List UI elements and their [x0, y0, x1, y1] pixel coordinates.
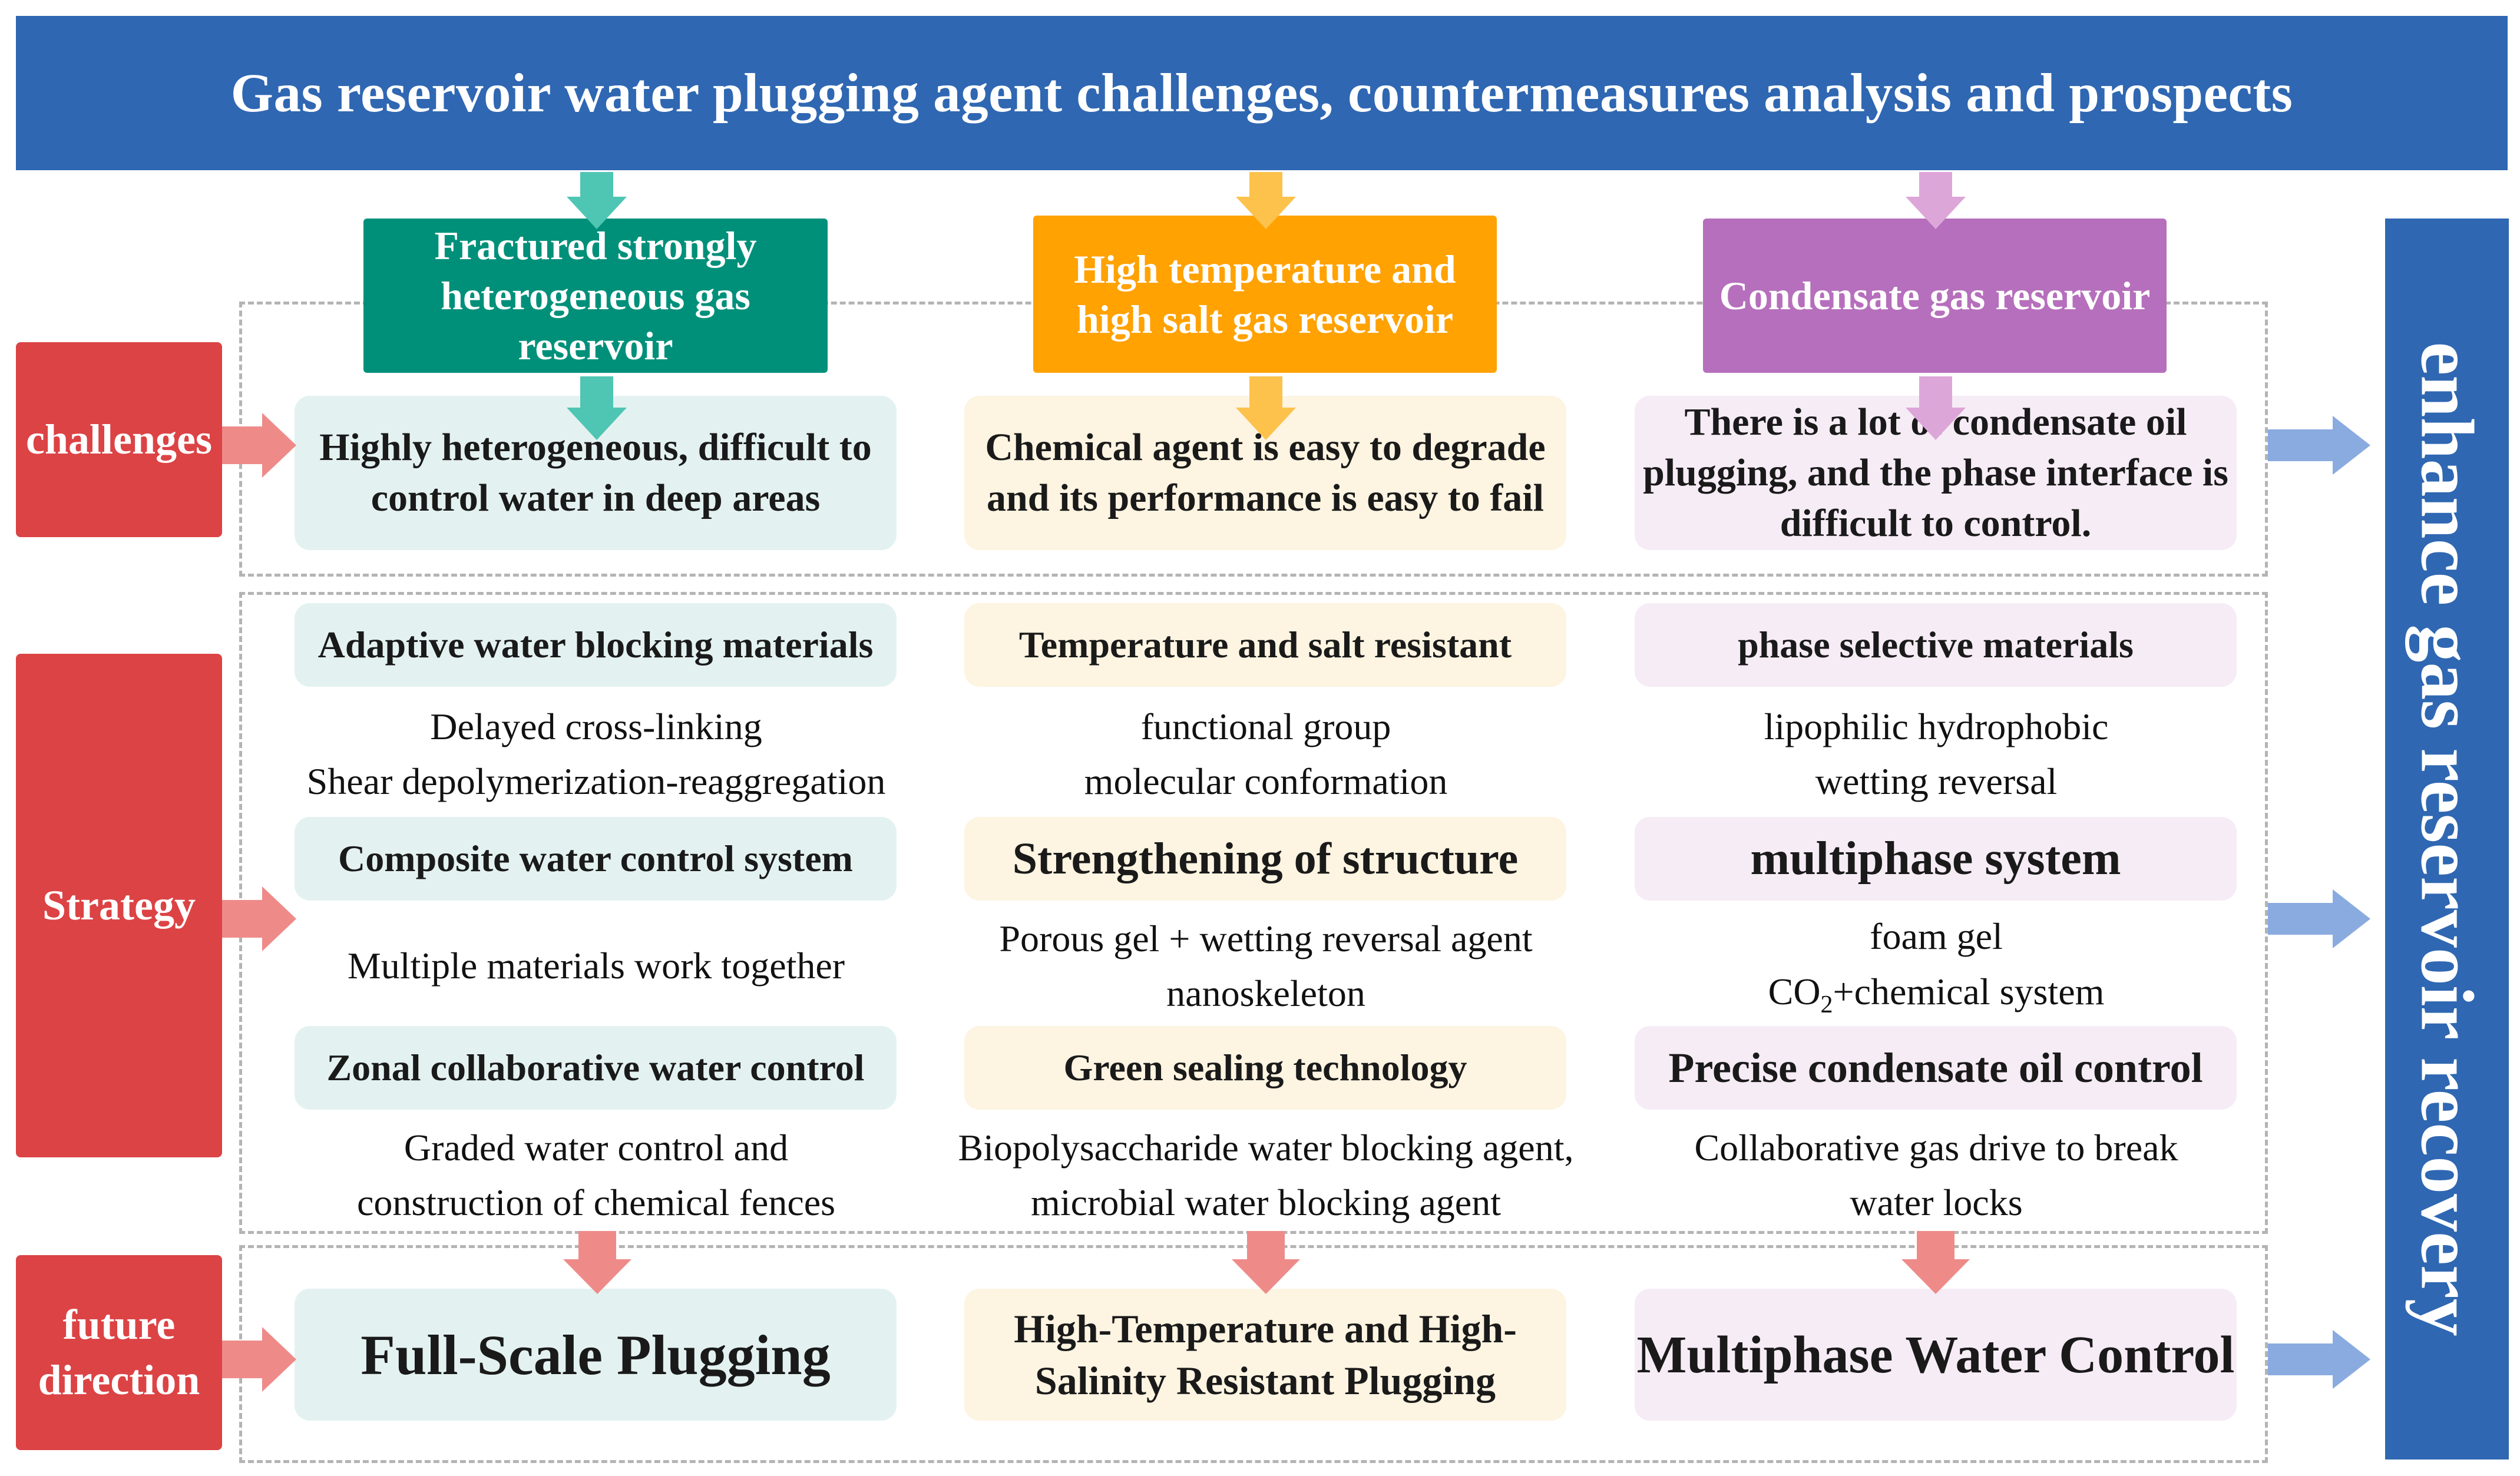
arrow-down-icon: [1236, 376, 1296, 440]
challenge-text: Chemical agent is easy to degrade and it…: [985, 426, 1546, 519]
arrow-right-icon: [2268, 1330, 2370, 1389]
strategy-title: Precise condensate oil control: [1635, 1026, 2237, 1110]
strategy-title-text: Composite water control system: [338, 838, 853, 879]
co2-subscript: 2: [1820, 991, 1833, 1018]
strategy-description: Biopolysaccharide water blocking agent, …: [927, 1116, 1605, 1234]
column-header-text: Condensate gas reservoir: [1719, 273, 2151, 318]
strategy-description: Delayed cross-linking Shear depolymeriza…: [257, 695, 935, 813]
arrow-right-icon: [2268, 889, 2370, 948]
strategy-line: foam gel: [1870, 915, 2003, 958]
strategy-title-text: Precise condensate oil control: [1668, 1044, 2203, 1091]
arrow-right-icon: [222, 886, 296, 951]
strategy-title: Green sealing technology: [964, 1026, 1566, 1110]
arrow-down-icon: [567, 376, 627, 440]
strategy-title: multiphase system: [1635, 817, 2237, 901]
column-header-high-temp: High temperature and high salt gas reser…: [1033, 216, 1497, 373]
strategy-title: Temperature and salt resistant: [964, 603, 1566, 687]
column-header-fractured: Fractured strongly heterogeneous gas res…: [363, 219, 828, 373]
strategy-title: Adaptive water blocking materials: [295, 603, 897, 687]
column-header-condensate: Condensate gas reservoir: [1703, 219, 2167, 373]
column-header-text: Fractured strongly heterogeneous gas res…: [434, 223, 757, 368]
arrow-down-icon: [1906, 172, 1966, 229]
strategy-description: foam gel CO2+chemical system: [1598, 910, 2275, 1022]
row-label-future-text: future direction: [38, 1300, 200, 1404]
strategy-description: lipophilic hydrophobic wetting reversal: [1598, 695, 2275, 813]
strategy-line: Collaborative gas drive to break: [1694, 1126, 2178, 1169]
row-label-challenges: challenges: [16, 342, 222, 537]
strategy-line: Shear depolymerization-reaggregation: [306, 760, 886, 802]
strategy-description: functional group molecular conformation: [927, 695, 1605, 813]
challenge-box-fractured: Highly heterogeneous, difficult to contr…: [295, 396, 897, 550]
strategy-line: construction of chemical fences: [356, 1182, 836, 1223]
strategy-line: microbial water blocking agent: [1031, 1182, 1501, 1223]
strategy-line: wetting reversal: [1815, 760, 2058, 802]
row-label-challenges-text: challenges: [26, 416, 212, 463]
strategy-description: Graded water control and construction of…: [257, 1116, 935, 1234]
strategy-title-text: phase selective materials: [1738, 624, 2134, 666]
strategy-title-text: Strengthening of structure: [1012, 833, 1519, 883]
future-box-multiphase: Multiphase Water Control: [1635, 1289, 2237, 1421]
row-label-strategy-text: Strategy: [42, 882, 196, 929]
strategy-title: phase selective materials: [1635, 603, 2237, 687]
strategy-line: Delayed cross-linking: [430, 705, 762, 747]
strategy-line: lipophilic hydrophobic: [1764, 705, 2109, 747]
arrow-down-icon: [567, 172, 627, 229]
strategy-line: nanoskeleton: [1166, 972, 1365, 1014]
strategy-title-text: Adaptive water blocking materials: [318, 624, 874, 666]
strategy-line: CO2+chemical system: [1768, 964, 2105, 1023]
future-text: Multiphase Water Control: [1636, 1325, 2235, 1384]
column-header-text: High temperature and high salt gas reser…: [1074, 246, 1456, 342]
arrow-down-icon: [1906, 376, 1966, 440]
strategy-description: Porous gel + wetting reversal agent nano…: [927, 910, 1605, 1022]
strategy-title-text: multiphase system: [1750, 832, 2121, 885]
strategy-line: Multiple materials work together: [347, 945, 845, 987]
chemical-system-text: +chemical system: [1833, 970, 2105, 1012]
strategy-line: Graded water control and: [404, 1126, 789, 1169]
side-banner: enhance gas reservoir recovery: [2385, 219, 2509, 1460]
title-banner: Gas reservoir water plugging agent chall…: [16, 16, 2508, 170]
row-label-strategy: Strategy: [16, 654, 222, 1157]
strategy-line: Biopolysaccharide water blocking agent,: [958, 1126, 1574, 1169]
future-text: Full-Scale Plugging: [361, 1323, 831, 1386]
arrow-right-icon: [2268, 416, 2370, 475]
challenge-text: Highly heterogeneous, difficult to contr…: [319, 426, 872, 519]
strategy-line: functional group: [1140, 705, 1391, 747]
arrow-right-icon: [222, 1327, 296, 1392]
strategy-description: Multiple materials work together: [257, 910, 935, 1022]
strategy-title: Strengthening of structure: [964, 817, 1566, 901]
arrow-down-icon: [1236, 172, 1296, 229]
strategy-title-text: Green sealing technology: [1063, 1047, 1467, 1088]
arrow-right-icon: [222, 413, 296, 478]
row-label-future: future direction: [16, 1255, 222, 1450]
arrow-down-icon: [1232, 1231, 1300, 1294]
diagram-title: Gas reservoir water plugging agent chall…: [230, 62, 2293, 124]
co2-formula: CO: [1768, 970, 1821, 1012]
arrow-down-icon: [563, 1231, 631, 1294]
future-box-full-scale: Full-Scale Plugging: [295, 1289, 897, 1421]
strategy-line: molecular conformation: [1084, 760, 1448, 802]
future-text: High-Temperature and High-Salinity Resis…: [1014, 1306, 1517, 1403]
arrow-down-icon: [1901, 1231, 1970, 1294]
strategy-title: Zonal collaborative water control: [295, 1026, 897, 1110]
strategy-title-text: Temperature and salt resistant: [1018, 624, 1512, 666]
strategy-title: Composite water control system: [295, 817, 897, 901]
future-box-high-temp: High-Temperature and High-Salinity Resis…: [964, 1289, 1566, 1421]
strategy-description: Collaborative gas drive to break water l…: [1598, 1116, 2275, 1234]
strategy-line: water locks: [1850, 1182, 2023, 1223]
strategy-title-text: Zonal collaborative water control: [326, 1047, 865, 1088]
strategy-line: Porous gel + wetting reversal agent: [999, 917, 1533, 959]
